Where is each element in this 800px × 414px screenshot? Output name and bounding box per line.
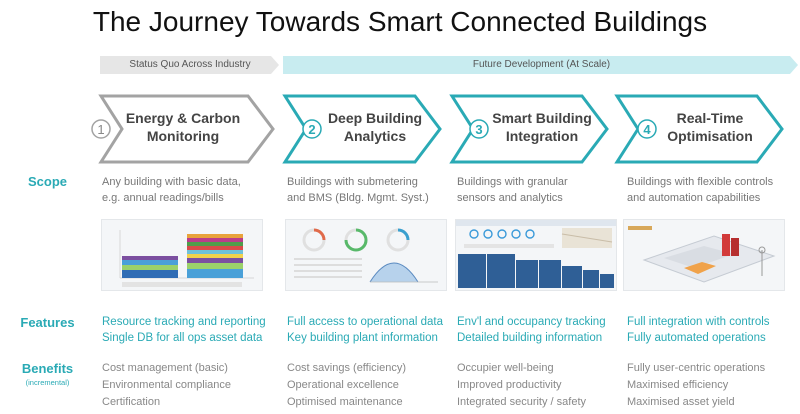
scope-row-label: Scope: [27, 174, 67, 189]
stage-2-number: 2: [308, 122, 315, 137]
stage-2-title-line-1: Deep Building: [328, 110, 422, 126]
phase-bands: [100, 56, 798, 74]
stage-1-scope: Any building with basic data,e.g. annual…: [102, 176, 241, 204]
status-quo-band-label: Status Quo Across Industry: [129, 59, 251, 70]
stage-3-number-circle: [469, 119, 489, 139]
stage-4-3d-view-thumbnail: [623, 219, 785, 291]
stage-2-dashboard-thumbnail: [285, 219, 447, 291]
stage-3-dashboard-thumbnail: [455, 219, 617, 291]
building-3d-model-image: [628, 226, 776, 283]
stage-chevrons: 1 2 3 4 Energy & Carbon Monitoring Deep …: [91, 94, 784, 164]
stage-3-number: 3: [475, 122, 482, 137]
stage-4-number-circle: [637, 119, 657, 139]
analytics-dashboard-image: [294, 228, 438, 283]
features-row-label: Features: [20, 315, 75, 330]
stage-1-title-line-1: Energy & Carbon: [126, 110, 240, 126]
future-band-label: Future Development (At Scale): [472, 59, 611, 70]
smart-building-dashboard-image: [456, 220, 616, 288]
future-band-shape: [283, 56, 798, 74]
benefits-row-label: Benefits: [21, 361, 74, 376]
stage-1-number-circle: [91, 119, 111, 139]
stage-2-benefits: Cost savings (efficiency)Operational exc…: [287, 362, 407, 408]
stage-3-title-line-1: Smart Building: [492, 110, 592, 126]
stage-1-title-line-2: Monitoring: [147, 128, 219, 144]
stage-2-title-line-2: Analytics: [344, 128, 406, 144]
stacked-bar-chart-image: [119, 230, 254, 287]
stage-4-title-line-2: Optimisation: [667, 128, 753, 144]
stage-3-title-line-2: Integration: [506, 128, 578, 144]
stacked-bar-left: [122, 256, 178, 278]
page-title: The Journey Towards Smart Connected Buil…: [92, 6, 708, 37]
stacked-bar-right: [187, 234, 243, 278]
benefits-incremental-label: (incremental): [25, 378, 70, 387]
stage-1-chevron: [98, 94, 275, 164]
status-quo-band-shape: [100, 56, 279, 74]
stage-1-chart-thumbnail: [101, 219, 263, 291]
stage-1-benefits: Cost management (basic)Environmental com…: [102, 362, 232, 408]
stage-1-number: 1: [97, 122, 104, 137]
stage-4-title-line-1: Real-Time: [677, 110, 744, 126]
stage-2-number-circle: [302, 119, 322, 139]
stage-4-number: 4: [643, 122, 651, 137]
